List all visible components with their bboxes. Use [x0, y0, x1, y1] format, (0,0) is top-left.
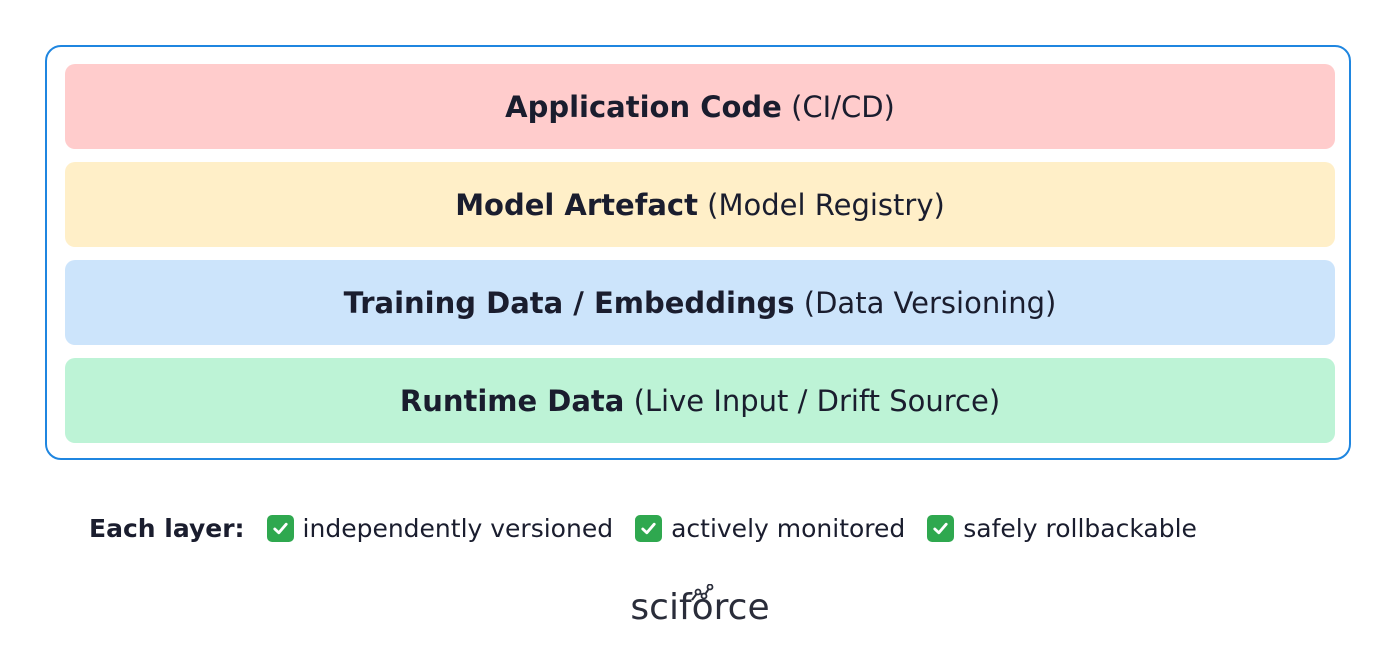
layer-detail: (Data Versioning) — [803, 285, 1057, 320]
layer-stack-frame: Application Code (CI/CD) Model Artefact … — [45, 45, 1351, 460]
layer-properties: Each layer: independently versioned acti… — [89, 508, 1219, 548]
check-icon — [927, 514, 955, 542]
layer-name: Application Code — [505, 89, 782, 124]
layer-detail: (Model Registry) — [707, 187, 945, 222]
check-icon — [635, 514, 663, 542]
properties-lead: Each layer: — [89, 513, 245, 543]
layer-name: Training Data / Embeddings — [343, 285, 795, 320]
layer-model-artefact: Model Artefact (Model Registry) — [65, 162, 1335, 247]
property-item: safely rollbackable — [927, 514, 1197, 543]
layer-training-data: Training Data / Embeddings (Data Version… — [65, 260, 1335, 345]
layer-name: Runtime Data — [399, 383, 625, 418]
property-label: actively monitored — [671, 513, 906, 543]
check-icon — [266, 514, 294, 542]
logo-node-graph-icon — [691, 584, 714, 601]
sciforce-logo: sciforce — [0, 578, 1400, 638]
layer-application-code: Application Code (CI/CD) — [65, 64, 1335, 149]
layer-detail: (Live Input / Drift Source) — [633, 383, 1001, 418]
layer-runtime-data: Runtime Data (Live Input / Drift Source) — [65, 358, 1335, 443]
layer-detail: (CI/CD) — [791, 89, 895, 124]
layer-name: Model Artefact — [455, 187, 698, 222]
property-label: safely rollbackable — [963, 513, 1197, 543]
property-item: independently versioned — [266, 513, 614, 543]
property-label: independently versioned — [302, 513, 614, 543]
property-item: actively monitored — [635, 514, 905, 543]
